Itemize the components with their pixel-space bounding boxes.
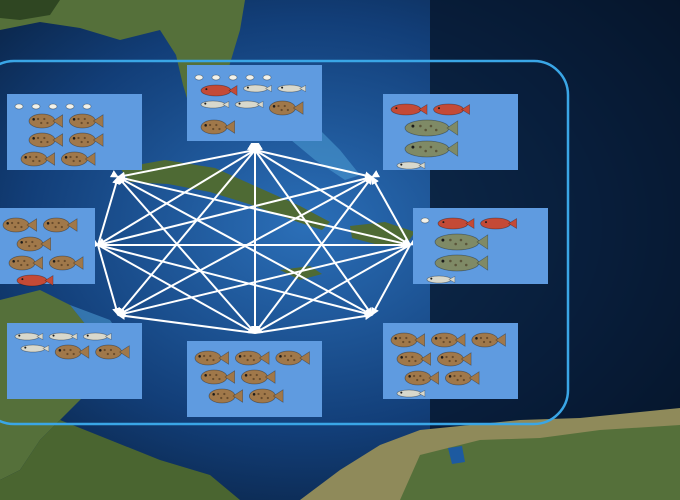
flatfish-fish-icon [2, 217, 37, 233]
silver-fish-icon [48, 332, 78, 341]
grouper-fish-icon [434, 233, 489, 251]
flatfish-fish-icon [16, 236, 51, 252]
silver-fish-icon [277, 84, 306, 93]
population-panel-top-center [187, 65, 322, 141]
snapper-fish-icon [433, 103, 470, 116]
population-panel-lower-left [7, 323, 142, 399]
flatfish-fish-icon [396, 351, 431, 367]
flatfish-fish-icon [436, 351, 472, 367]
flatfish-fish-icon [28, 132, 63, 148]
snapper-fish-icon [480, 217, 517, 230]
flatfish-fish-icon [430, 332, 466, 348]
population-panels [0, 65, 548, 417]
flatfish-fish-icon [390, 332, 425, 348]
arrow-bottom-center-to-lower-left [117, 311, 256, 334]
silver-fish-icon [243, 84, 272, 93]
flatfish-fish-icon [268, 100, 304, 116]
flatfish-fish-icon [234, 350, 270, 366]
flatfish-fish-icon [61, 151, 96, 167]
flatfish-fish-icon [194, 350, 229, 366]
population-panel-lower-right [383, 323, 518, 399]
silver-fish-icon [234, 100, 264, 109]
gulf-coast [0, 0, 60, 20]
central-america [0, 420, 240, 500]
larvae-fish-icon [245, 74, 255, 81]
lake-maracaibo [448, 446, 465, 464]
silver-fish-icon [20, 344, 50, 353]
snapper-fish-icon [390, 103, 428, 116]
flatfish-fish-icon [20, 151, 55, 167]
panel-background [413, 208, 548, 284]
arrow-upper-right-to-lower-left [117, 170, 381, 316]
larvae-fish-icon [14, 103, 24, 110]
larvae-fish-icon [65, 103, 75, 110]
larvae-fish-icon [211, 74, 221, 81]
flatfish-fish-icon [28, 113, 63, 129]
snapper-fish-icon [16, 274, 54, 287]
flatfish-fish-icon [49, 255, 84, 271]
flatfish-fish-icon [471, 332, 506, 348]
flatfish-fish-icon [248, 388, 284, 404]
population-panel-upper-right [383, 94, 518, 170]
larvae-fish-icon [262, 74, 272, 81]
flatfish-fish-icon [200, 369, 235, 385]
silver-fish-icon [426, 275, 456, 284]
larvae-fish-icon [194, 74, 204, 81]
silver-fish-icon [396, 389, 426, 398]
grouper-fish-icon [404, 140, 459, 158]
snapper-fish-icon [437, 217, 475, 230]
arrow-bottom-center-to-lower-right [254, 312, 373, 334]
flatfish-fish-icon [208, 388, 243, 404]
larvae-fish-icon [420, 217, 430, 224]
connectivity-arrows [89, 142, 419, 334]
south-america-forest [400, 425, 680, 500]
population-panel-middle-right [413, 208, 548, 284]
flatfish-fish-icon [54, 344, 90, 360]
population-panel-middle-left [0, 208, 95, 287]
flatfish-fish-icon [404, 370, 439, 386]
population-panel-upper-left [7, 94, 142, 170]
silver-fish-icon [14, 332, 44, 341]
flatfish-fish-icon [275, 350, 310, 366]
florida-landmass [0, 0, 245, 112]
flatfish-fish-icon [69, 113, 104, 129]
flatfish-fish-icon [69, 132, 104, 148]
flatfish-fish-icon [200, 119, 235, 135]
larvae-fish-icon [48, 103, 58, 110]
silver-fish-icon [83, 332, 112, 341]
flatfish-fish-icon [240, 369, 276, 385]
grouper-fish-icon [434, 254, 489, 272]
snapper-fish-icon [200, 84, 238, 97]
larvae-fish-icon [228, 74, 238, 81]
larvae-fish-icon [82, 103, 92, 110]
silver-fish-icon [200, 100, 230, 109]
silver-fish-icon [396, 161, 426, 170]
flatfish-fish-icon [444, 370, 480, 386]
grouper-fish-icon [404, 119, 459, 137]
flatfish-fish-icon [95, 344, 130, 360]
flatfish-fish-icon [43, 217, 78, 233]
population-panel-bottom-center [187, 341, 322, 417]
flatfish-fish-icon [8, 255, 43, 271]
larvae-fish-icon [31, 103, 41, 110]
region-boundary [0, 59, 570, 426]
